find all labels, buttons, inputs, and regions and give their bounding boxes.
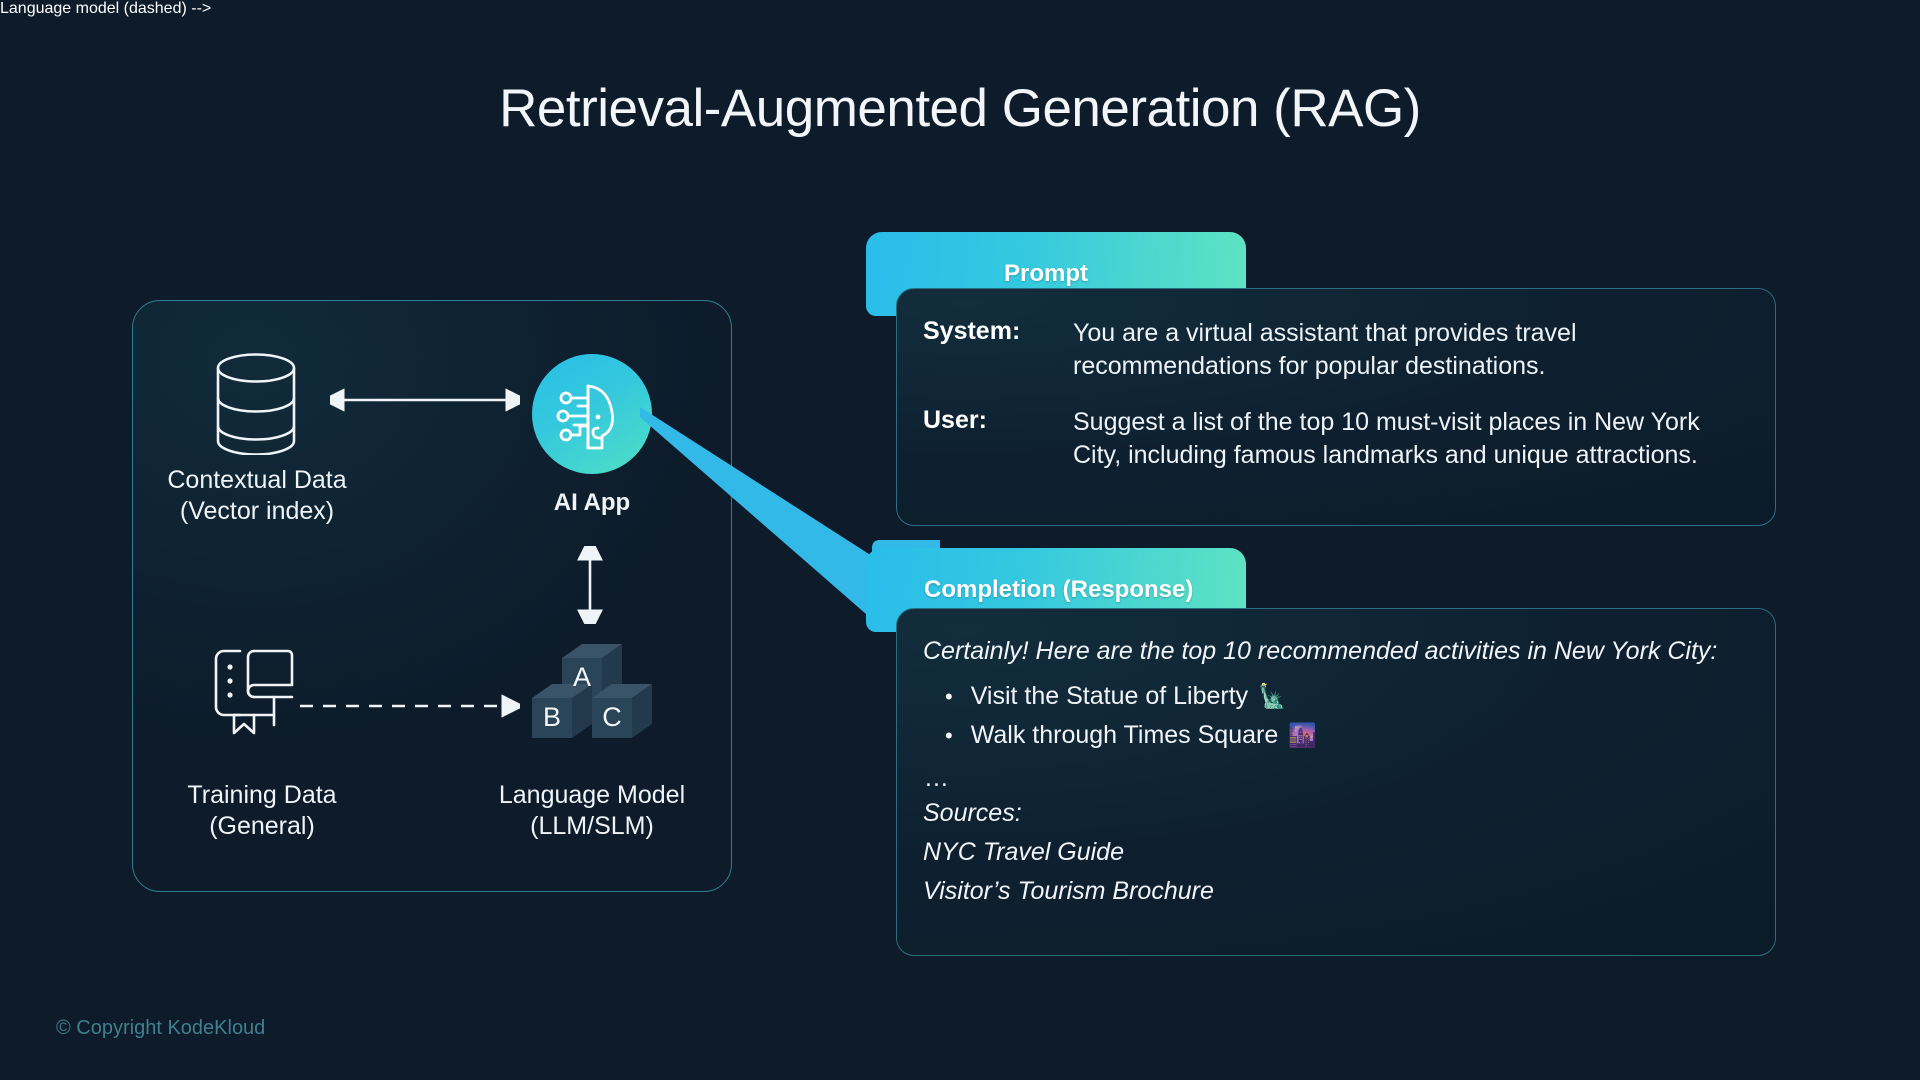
tab-completion-label: Completion (Response) [924,576,1194,603]
arrow-training-data-to-language-model [300,694,525,723]
arrow-database-to-ai-app [321,385,529,420]
prompt-row-user: User: Suggest a list of the top 10 must-… [923,406,1741,473]
prompt-row-system: System: You are a virtual assistant that… [923,317,1741,384]
cube-letter-c: C [602,702,622,732]
prompt-text-system: You are a virtual assistant that provide… [1073,319,1577,381]
prompt-text-user: Suggest a list of the top 10 must-visit … [1073,407,1700,469]
cube-letter-b: B [542,702,561,732]
copyright-notice: © Copyright KodeKloud [56,1017,266,1039]
response-intro: Certainly! Here are the top 10 recommend… [923,637,1718,665]
list-item-label: Walk through Times Square [970,721,1279,749]
bullet-icon: • [945,723,953,748]
arrow-ai-app-to-language-model [575,534,605,636]
prompt-panel: System: You are a virtual assistant that… [896,288,1776,526]
language-model-label: Language Model (LLM/SLM) [498,781,686,840]
ai-app-label: AI App [553,489,631,516]
page-title: Retrieval-Augmented Generation (RAG) [499,79,1421,138]
books-icon [210,645,314,739]
training-data-label: Training Data (General) [187,781,337,840]
cube-letter-a: A [572,662,591,692]
statue-of-liberty-icon: 🗽 [1258,683,1287,709]
ai-head-circuit-icon [532,354,652,474]
completion-panel: Certainly! Here are the top 10 recommend… [896,608,1776,956]
prompt-role-system: System: [923,317,1021,345]
tab-prompt-label: Prompt [1004,260,1088,287]
sources-label: Sources: [923,799,1022,827]
list-item: • Walk through Times Square 🌆 [945,721,1741,750]
prompt-role-user: User: [923,405,987,434]
cityscape-icon: 🌆 [1288,722,1317,748]
blocks-icon: A B C [524,638,660,760]
list-item-label: Visit the Statue of Liberty [970,682,1249,710]
list-item: • Visit the Statue of Liberty 🗽 [945,682,1741,711]
response-ellipsis: ... [925,764,949,792]
bullet-icon: • [945,684,953,709]
source-item: NYC Travel Guide [923,838,1124,866]
database-icon [208,351,304,456]
source-item: Visitor’s Tourism Brochure [923,877,1214,905]
contextual-data-label: Contextual Data (Vector index) [167,466,347,525]
